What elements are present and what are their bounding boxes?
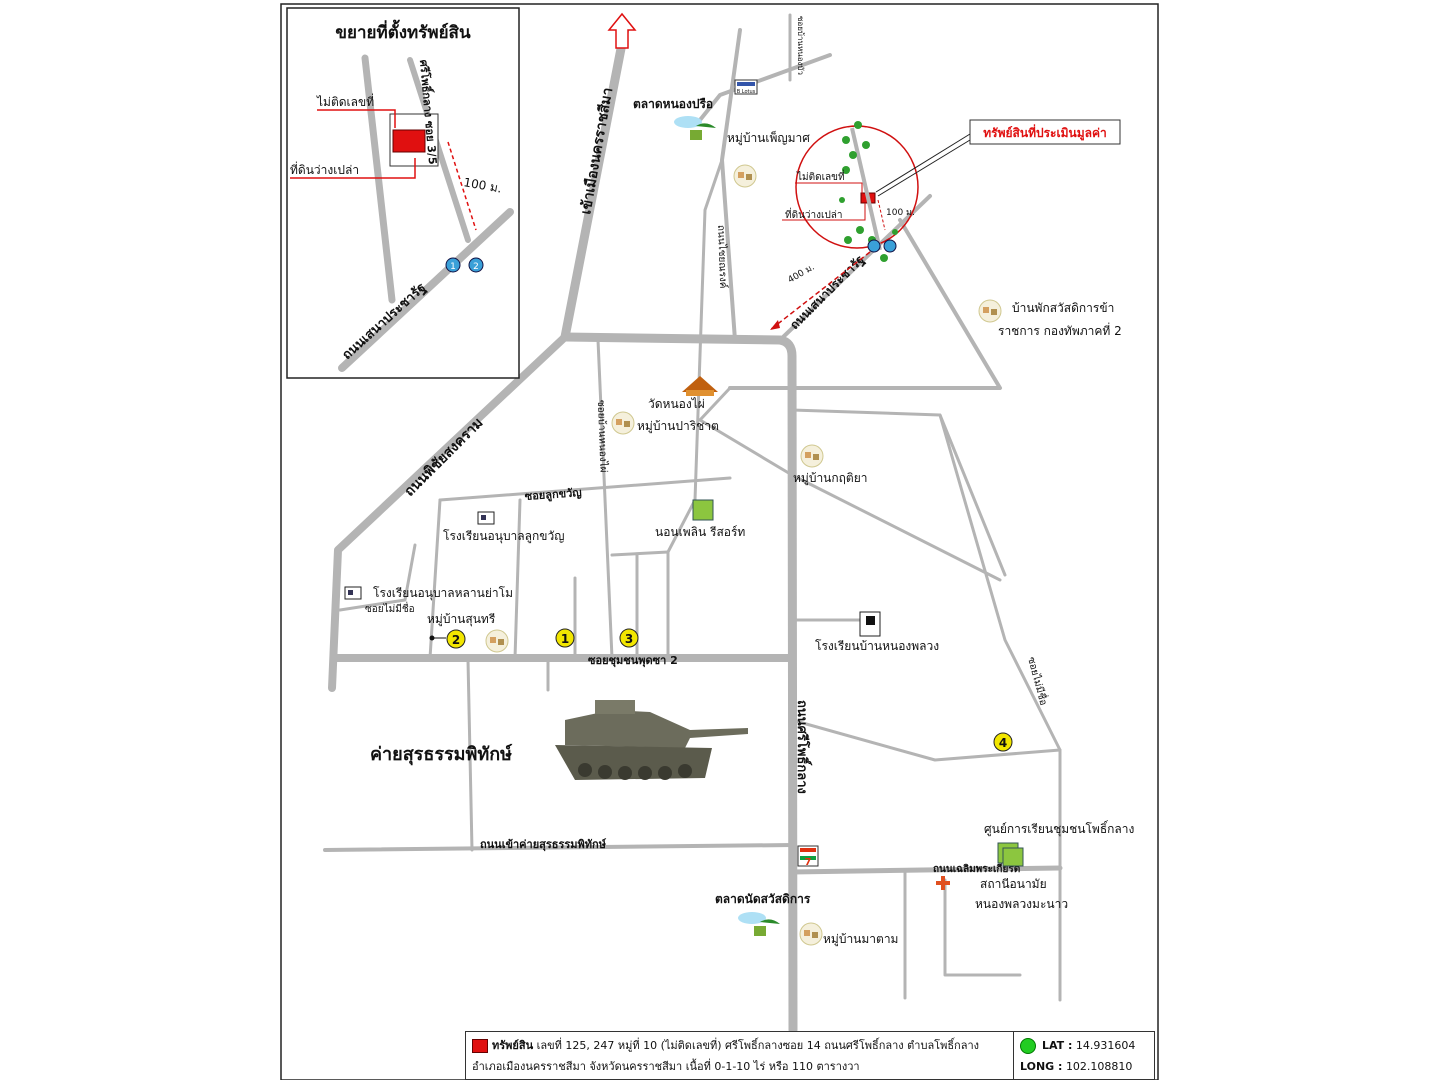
property-address-line-1: เลขที่ 125, 247 หมู่ที่ 10 (ไม่ติดเลขที่… <box>536 1039 979 1052</box>
road-camp <box>323 843 794 852</box>
svg-text:1: 1 <box>450 262 456 272</box>
lat-label: LAT : <box>1042 1039 1073 1052</box>
school-icon <box>477 511 495 525</box>
road-network <box>323 13 1063 1035</box>
road-soi-right <box>790 408 1062 1002</box>
inset-label-no-number: ไม่ติดเลขที่ <box>316 93 374 109</box>
label-school-lukkhwan: โรงเรียนอนุบาลลูกขวัญ <box>443 529 564 544</box>
location-dot-icon <box>1020 1038 1036 1054</box>
label-health-station-2: หนองพลวงมะนาว <box>975 897 1068 911</box>
label-village-parichat: หมู่บ้านปาริชาต <box>637 419 719 434</box>
property-callout-box <box>969 119 1121 145</box>
road-right-loop <box>728 218 1002 390</box>
inset-marker-2 <box>468 257 484 273</box>
label-soi-lukkhwan: ซอยลูกขวัญ <box>524 486 582 504</box>
label-market-nongprue: ตลาดหนองปรือ <box>633 97 713 111</box>
distance-line-400 <box>769 251 871 331</box>
label-road-chalerm: ถนนเฉลิมพระเกียรติ <box>933 863 1020 875</box>
label-army-housing-2: ราชการ กองทัพภาคที่ 2 <box>998 322 1122 338</box>
svg-text:2: 2 <box>473 262 479 272</box>
label-temple: วัดหนองไผ่ <box>648 397 705 411</box>
label-village-kritiya: หมู่บ้านกฤติยา <box>793 471 867 486</box>
marker-1: 1 <box>555 628 575 648</box>
marker-blue-2 <box>883 239 897 253</box>
label-health-station-1: สถานีอนามัย <box>980 877 1047 891</box>
label-market-welfare: ตลาดนัดสวัสดิการ <box>715 892 811 906</box>
label-army-housing-1: บ้านพักสวัสดิการข้า <box>1012 301 1114 315</box>
marker-4: 4 <box>993 732 1013 752</box>
school-icon <box>344 586 362 600</box>
svg-text:2: 2 <box>452 633 460 647</box>
label-road-top-small: ซอยบ้านหนองบัว <box>796 16 805 75</box>
label-soi-left: ซอยไม่มีชื่อ <box>365 601 415 615</box>
inset-distance-label: 100 ม. <box>462 175 502 195</box>
temple-icon <box>682 376 718 396</box>
label-resort: นอนเพลิน รีสอร์ท <box>655 525 745 539</box>
label-distance-100: 100 ม. <box>886 208 915 218</box>
property-info-details: ทรัพย์สิน เลขที่ 125, 247 หมู่ที่ 10 (ไม… <box>466 1032 1014 1079</box>
village-icon <box>800 444 824 468</box>
label-village-phinmas: หมู่บ้านเพ็ญมาศ <box>727 130 810 146</box>
road-phichai <box>328 333 569 692</box>
market-icon <box>738 912 780 936</box>
label-road-srisaket: ถนนศรีโพธิ์กลาง <box>794 700 813 794</box>
label-village-sunthari: หมู่บ้านสุนทรี <box>427 612 496 627</box>
road-senaprachrat <box>778 194 932 342</box>
property-legend-label: ทรัพย์สิน <box>492 1039 534 1052</box>
property-callout-label: ทรัพย์สินที่ประเมินมูลค่า <box>983 124 1107 141</box>
seven-eleven-icon: 7 <box>797 845 819 868</box>
label-learning-center: ศูนย์การเรียนชุมชนโพธิ์กลาง <box>984 820 1134 837</box>
road-chalerm <box>789 865 1063 875</box>
village-icon <box>799 922 823 946</box>
svg-text:7: 7 <box>805 857 812 868</box>
property-info-box: ทรัพย์สิน เลขที่ 125, 247 หมู่ที่ 10 (ไม… <box>465 1031 1155 1080</box>
label-school-nongphluang: โรงเรียนบ้านหนองพลวง <box>815 639 939 653</box>
property-info-line-1: ทรัพย์สิน เลขที่ 125, 247 หมู่ที่ 10 (ไม… <box>472 1035 1007 1056</box>
inset-property-parcel <box>392 129 426 153</box>
label-road-camp: ถนนเข้าค่ายสุรธรรมพิทักษ์ <box>480 838 607 852</box>
village-icon <box>611 411 635 435</box>
svg-text:4: 4 <box>999 736 1007 750</box>
label-school-yamo: โรงเรียนอนุบาลหลานย่าโม <box>373 586 513 601</box>
label-village-maram: หมู่บ้านมาตาม <box>823 932 898 947</box>
label-soi-chumchon: ซอยชุมชนพุดซา 2 <box>588 654 678 668</box>
village-icon <box>485 629 509 653</box>
long-label: LONG : <box>1020 1060 1063 1073</box>
village-icon <box>733 164 757 188</box>
road-top-right <box>698 53 832 122</box>
marker-2: 2 <box>446 629 466 649</box>
road-to-korat <box>560 23 630 342</box>
property-legend-swatch <box>472 1039 488 1053</box>
lat-value: 14.931604 <box>1075 1039 1136 1052</box>
svg-text:3: 3 <box>625 632 633 646</box>
marker-3: 3 <box>619 628 639 648</box>
inset-title: ขยายที่ตั้งทรัพย์สิน <box>335 19 471 43</box>
svg-text:1: 1 <box>561 632 569 646</box>
inset-label-vacant: ที่ดินว่างเปล่า <box>290 161 359 177</box>
resort-icon <box>692 499 714 521</box>
village-icon <box>978 299 1002 323</box>
market-icon <box>674 116 716 140</box>
road-soi-lukkhwan <box>438 476 732 502</box>
label-camp: ค่ายสุรธรรมพิทักษ์ <box>370 743 512 766</box>
health-cross-icon <box>936 876 950 890</box>
coordinates-panel: LAT : 14.931604 LONG : 102.108810 <box>1014 1032 1156 1079</box>
long-value: 102.108810 <box>1065 1060 1133 1073</box>
school-icon <box>859 611 881 637</box>
direction-arrow-icon <box>607 12 637 49</box>
marker-blue-1 <box>867 239 881 253</box>
tree-row <box>839 121 898 262</box>
road-nong-phai <box>596 338 614 660</box>
inset-marker-1 <box>445 257 461 273</box>
label-road-nong-phai: ซอยบ้านหนองไผ่ <box>595 400 610 473</box>
label-road-yaek: ถนนไชยณรงค์ <box>715 225 729 289</box>
road-top-branch <box>693 158 724 502</box>
svg-text:B Lotus: B Lotus <box>737 89 756 95</box>
tank-icon <box>555 700 748 780</box>
label-no-number: ไม่ติดเลขที่ <box>796 169 845 183</box>
inset-map: ขยายที่ตั้งทรัพย์สิน ไม่ติดเลขที่ ที่ดิน… <box>286 7 520 379</box>
label-vacant: ที่ดินว่างเปล่า <box>785 207 843 221</box>
property-address-line-2: อำเภอเมืองนครราชสีมา จังหวัดนครราชสีมา เ… <box>472 1060 860 1073</box>
